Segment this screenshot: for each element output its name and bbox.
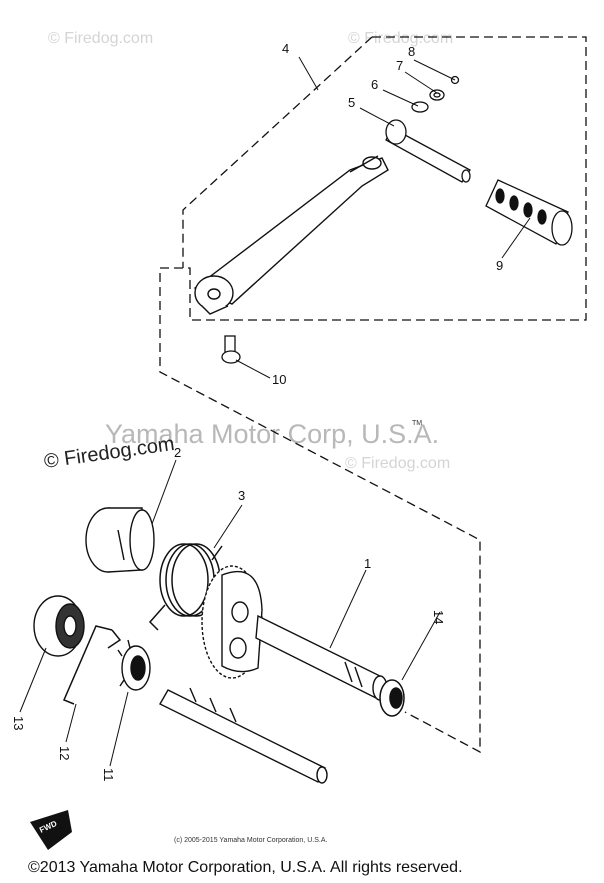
callout-3: 3	[238, 488, 245, 503]
callout-14: 14	[431, 610, 446, 624]
copyright-line: ©2013 Yamaha Motor Corporation, U.S.A. A…	[28, 859, 463, 876]
bushing-2	[85, 507, 155, 573]
rubber-grip-9	[485, 179, 573, 246]
washer-14	[379, 679, 405, 717]
callout-12: 12	[57, 746, 72, 760]
callout-10: 10	[272, 372, 286, 387]
callout-4: 4	[282, 41, 289, 56]
clip-7	[429, 89, 445, 101]
callout-9: 9	[496, 258, 503, 273]
bolt-10	[221, 335, 241, 364]
bearing-13	[33, 595, 85, 657]
callout-13: 13	[11, 716, 26, 730]
callout-6: 6	[371, 77, 378, 92]
circlip-12	[63, 625, 122, 705]
callout-leaders	[19, 56, 531, 767]
kick-gear-1	[201, 565, 263, 679]
callout-11: 11	[101, 768, 116, 782]
watermark-top-right: © Firedog.com	[348, 30, 453, 47]
kick-shaft-1	[255, 614, 388, 702]
source-note: (c) 2005-2015 Yamaha Motor Corporation, …	[174, 837, 327, 844]
callout-8: 8	[408, 44, 415, 59]
watermark-middle-right: © Firedog.com	[345, 455, 450, 472]
kick-axle	[159, 687, 328, 784]
kick-assembly-outline	[159, 36, 587, 754]
kick-crank-arm	[193, 155, 389, 315]
forward-badge: FWD	[30, 810, 72, 850]
watermark-tm: TM	[412, 420, 422, 427]
callout-7: 7	[396, 58, 403, 73]
callout-1: 1	[364, 556, 371, 571]
washer-6	[411, 101, 429, 113]
watermark-center-banner: Yamaha Motor Corp, U.S.A.	[105, 419, 439, 449]
ratchet-wheel-11	[117, 639, 151, 691]
watermark-top-left: © Firedog.com	[48, 30, 153, 47]
pedal-shaft-5	[385, 119, 471, 183]
callout-5: 5	[348, 95, 355, 110]
callout-2: 2	[174, 445, 181, 460]
